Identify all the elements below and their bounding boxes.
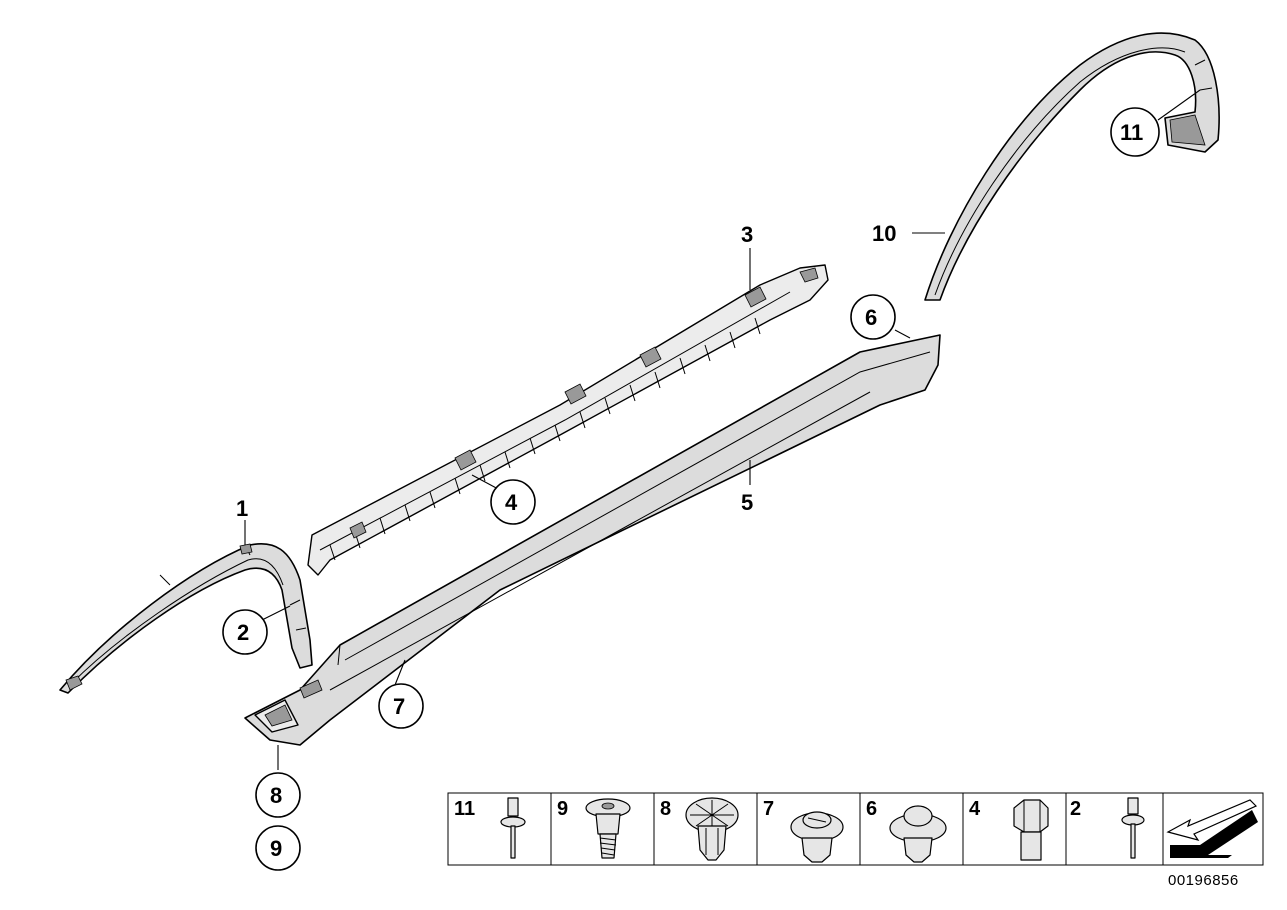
callout-9-circle <box>255 825 301 871</box>
expanding-clip-icon <box>685 797 739 861</box>
callout-1: 1 <box>236 496 248 521</box>
callout-4-circle <box>490 479 536 525</box>
legend-label-8: 8 <box>660 798 671 820</box>
front-wheel-arch-trim[interactable] <box>59 543 313 694</box>
legend-cell-2 <box>1065 792 1164 866</box>
forward-arrow-icon <box>1166 799 1258 858</box>
callout-11: 11 <box>1120 120 1143 145</box>
leader-2 <box>261 605 291 621</box>
legend-label-4: 4 <box>969 798 981 820</box>
parts-legend: 11 9 8 7 6 4 2 <box>447 792 1264 866</box>
callout-5: 5 <box>741 490 753 515</box>
legend-label-6: 6 <box>866 798 877 820</box>
side-sill-trim[interactable] <box>244 334 941 746</box>
callout-6-circle <box>850 294 896 340</box>
legend-label-2: 2 <box>1070 798 1081 820</box>
legend-label-11: 11 <box>454 798 475 820</box>
legend-cell-11 <box>447 792 552 866</box>
callout-11-circle <box>1110 107 1160 157</box>
hex-bolt-icon <box>1013 799 1049 861</box>
legend-cell-4 <box>962 792 1067 866</box>
callout-8-circle <box>255 772 301 818</box>
callout-7-circle <box>378 683 424 729</box>
callout-4: 4 <box>505 490 518 515</box>
callout-7: 7 <box>393 694 405 719</box>
callout-2: 2 <box>237 620 249 645</box>
diagram-reference-number: 00196856 <box>1168 872 1239 889</box>
callout-9: 9 <box>270 836 282 861</box>
leader-7 <box>394 659 406 686</box>
leader-6 <box>894 329 911 339</box>
sill-carrier-bracket[interactable] <box>307 264 829 576</box>
legend-label-7: 7 <box>763 798 774 820</box>
legend-label-9: 9 <box>557 798 568 820</box>
leader-4 <box>471 474 501 491</box>
rear-wheel-arch-trim[interactable] <box>924 32 1220 301</box>
callout-2-circle <box>222 609 268 655</box>
push-clip-icon <box>889 805 947 863</box>
rivet-icon <box>1121 797 1145 859</box>
leader-11 <box>1157 89 1201 121</box>
callout-8: 8 <box>270 783 282 808</box>
screw-icon <box>585 798 631 859</box>
blind-rivet-icon <box>500 797 526 859</box>
plastic-clip-icon <box>790 811 844 863</box>
callout-6: 6 <box>865 305 877 330</box>
callout-10: 10 <box>872 221 896 246</box>
callout-3: 3 <box>741 222 753 247</box>
